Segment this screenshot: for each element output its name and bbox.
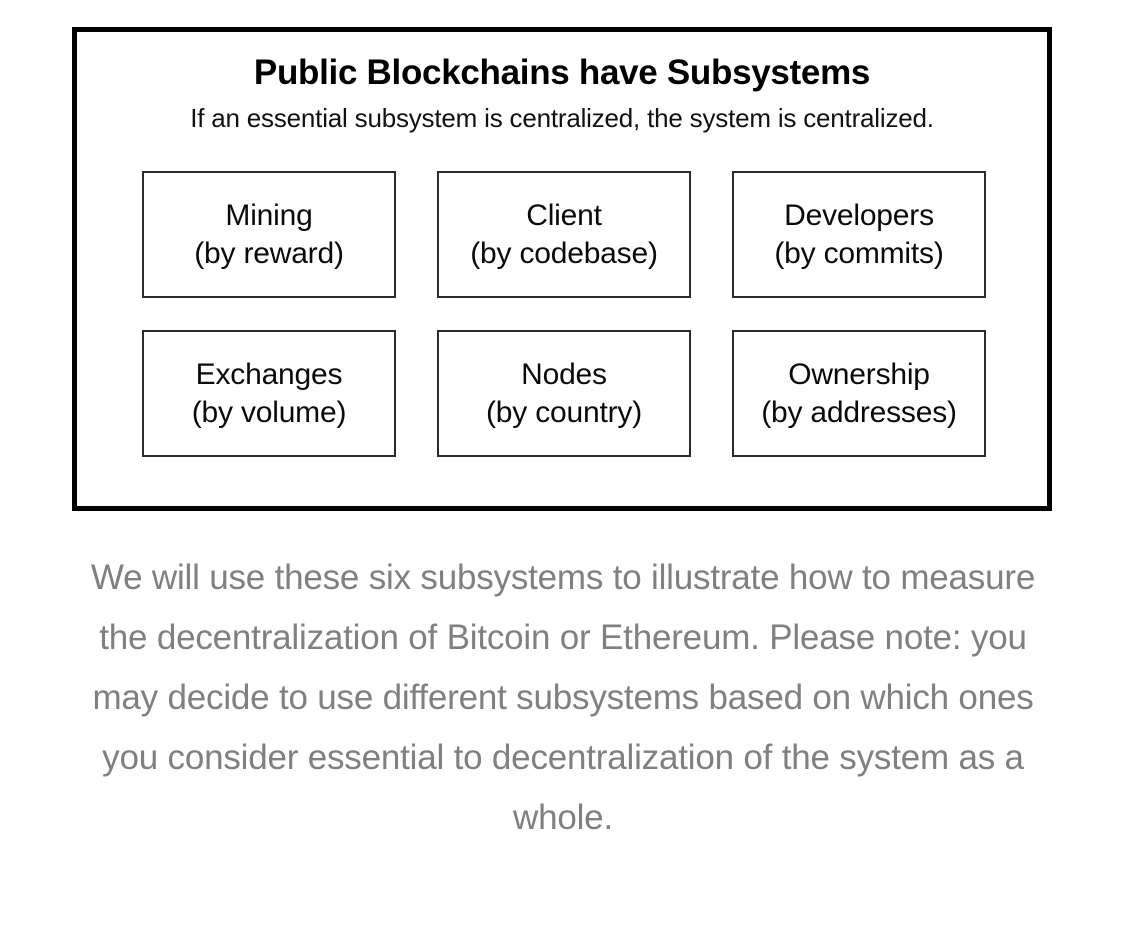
subsystem-metric: (by codebase) — [470, 236, 658, 270]
subsystem-metric: (by reward) — [194, 236, 344, 270]
subsystem-box-ownership: Ownership (by addresses) — [732, 330, 986, 457]
subsystem-metric: (by commits) — [774, 236, 944, 270]
subsystem-metric: (by addresses) — [761, 395, 957, 429]
subsystem-box-developers: Developers (by commits) — [732, 171, 986, 298]
subsystem-box-exchanges: Exchanges (by volume) — [142, 330, 396, 457]
subsystem-box-nodes: Nodes (by country) — [437, 330, 691, 457]
subsystem-box-mining: Mining (by reward) — [142, 171, 396, 298]
subsystem-name: Nodes — [521, 357, 607, 391]
subsystem-grid: Mining (by reward) Client (by codebase) … — [142, 171, 986, 457]
diagram-inner: Public Blockchains have Subsystems If an… — [77, 32, 1047, 506]
subsystem-box-client: Client (by codebase) — [437, 171, 691, 298]
diagram-frame: Public Blockchains have Subsystems If an… — [72, 27, 1052, 511]
subsystem-name: Client — [526, 198, 602, 232]
subsystem-name: Developers — [784, 198, 934, 232]
subsystem-name: Exchanges — [195, 357, 343, 391]
subsystem-name: Mining — [225, 198, 313, 232]
subsystem-metric: (by volume) — [191, 395, 347, 429]
diagram-subtitle: If an essential subsystem is centralized… — [190, 103, 934, 133]
diagram-title: Public Blockchains have Subsystems — [253, 53, 871, 92]
caption-text: We will use these six subsystems to illu… — [90, 558, 1036, 837]
subsystem-name: Ownership — [788, 357, 930, 391]
subsystem-metric: (by country) — [486, 395, 642, 429]
